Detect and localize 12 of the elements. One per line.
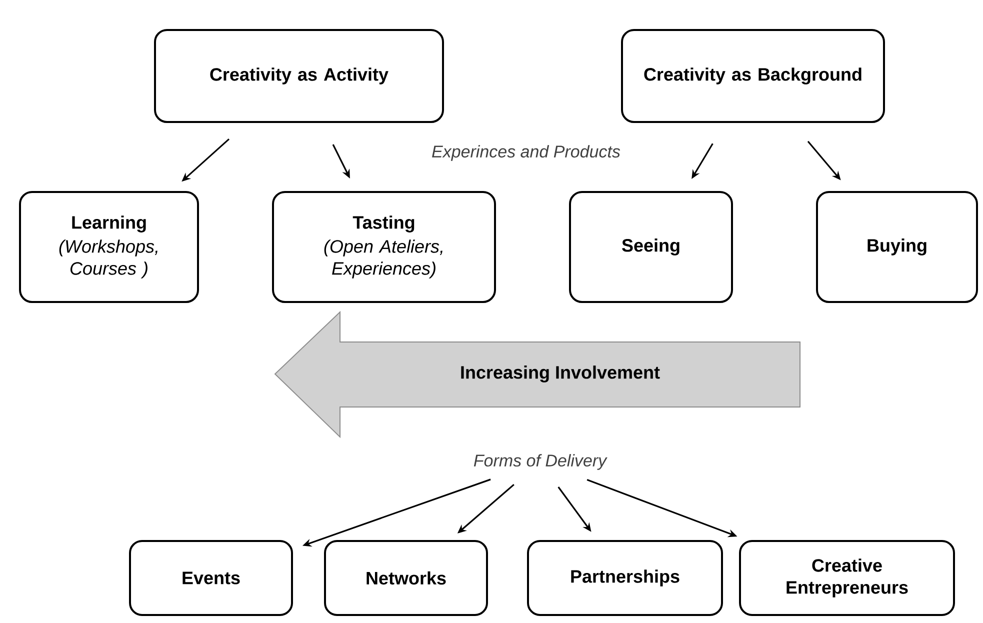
process-box: Seeing	[569, 191, 733, 303]
process-box: Networks	[324, 540, 488, 616]
label-text: Experinces and Products	[432, 145, 620, 161]
process-box: Creativity as Activity	[154, 29, 444, 123]
process-box: Creative Entrepreneurs	[739, 540, 955, 616]
process-box: Learning (Workshops, Courses )	[19, 191, 199, 303]
process-box: Buying	[816, 191, 978, 303]
label-text: Forms of Delivery	[474, 454, 608, 470]
process-box: Creativity as Background	[621, 29, 885, 123]
process-box: Events	[129, 540, 293, 616]
process-box: Partnerships	[527, 540, 723, 616]
process-box: Tasting (Open Ateliers, Experiences)	[272, 191, 496, 303]
